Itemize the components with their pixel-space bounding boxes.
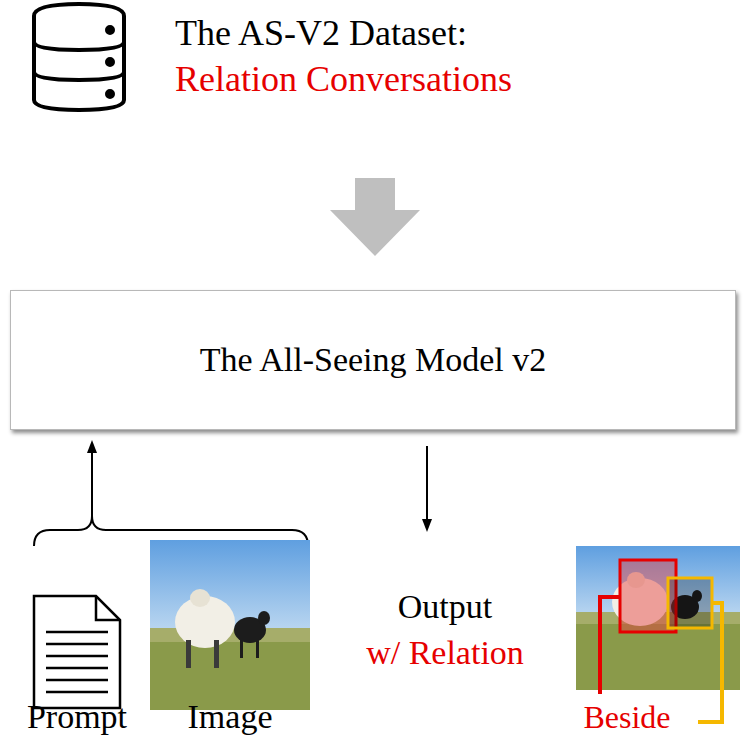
model-name: The All-Seeing Model v2 bbox=[200, 341, 547, 378]
input-bracket bbox=[34, 452, 308, 546]
output-label: Output bbox=[398, 588, 492, 625]
database-icon bbox=[34, 4, 124, 110]
dataset-subtitle: Relation Conversations bbox=[175, 60, 512, 100]
output-arrow bbox=[426, 446, 428, 520]
relation-leader bbox=[600, 597, 620, 694]
output-note: w/ Relation bbox=[366, 634, 524, 671]
arrow-head bbox=[87, 440, 97, 453]
document-icon bbox=[34, 596, 120, 708]
dataset-title: The AS-V2 Dataset: bbox=[175, 14, 467, 54]
sheep-photo bbox=[150, 540, 310, 710]
input-label: Prompt bbox=[27, 698, 127, 735]
input-label: Image bbox=[188, 698, 273, 735]
relation-leader bbox=[698, 603, 722, 722]
flow-arrow bbox=[330, 178, 420, 256]
relation-label: Beside bbox=[583, 700, 670, 735]
model-box: The All-Seeing Model v2 bbox=[10, 290, 736, 430]
arrow-head bbox=[422, 519, 432, 532]
